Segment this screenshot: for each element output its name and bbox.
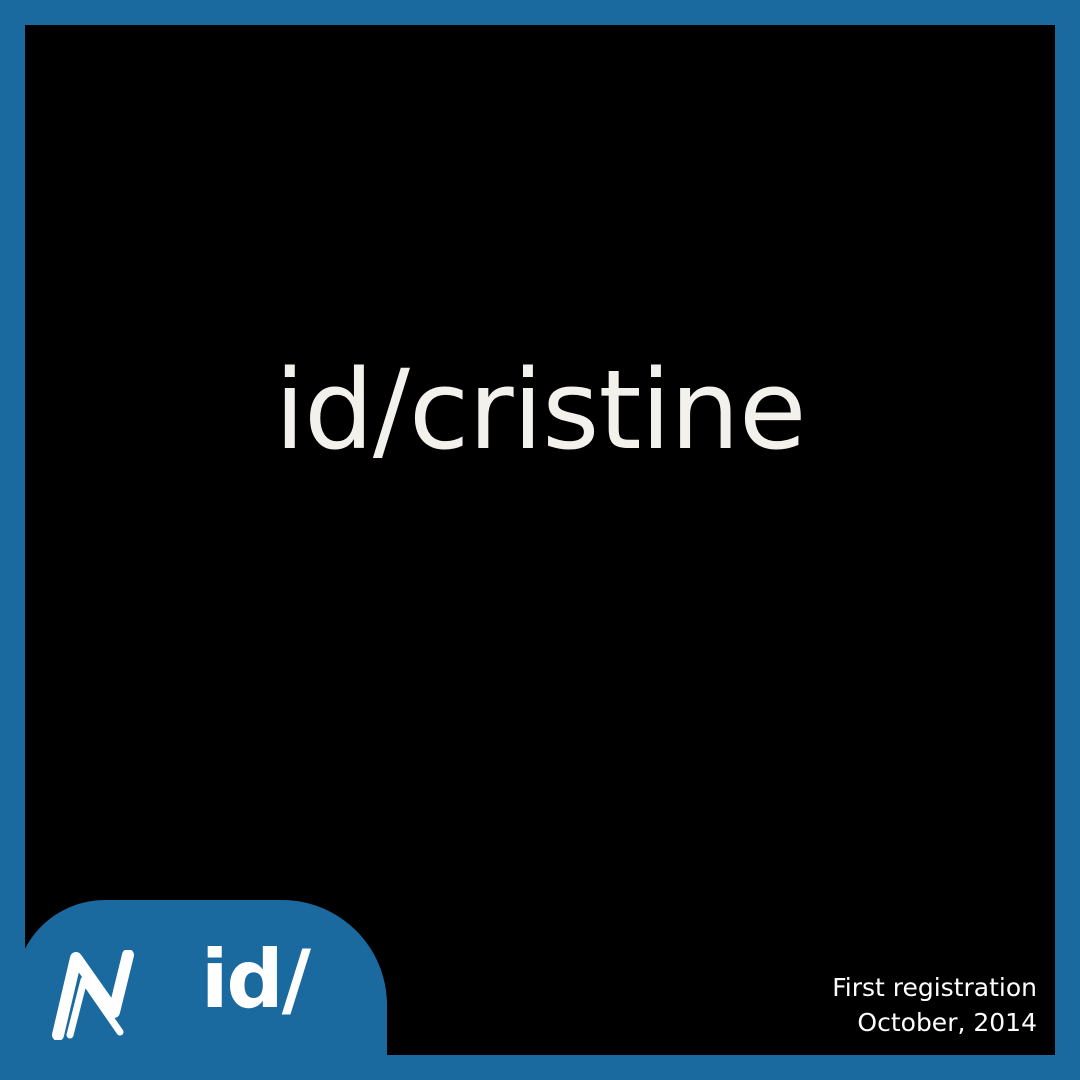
registration-label: First registration (832, 973, 1037, 1002)
card-panel: id/cristine id/ First registration Octob… (25, 25, 1055, 1055)
badge-label: id/ (201, 933, 311, 1026)
namecoin-n-logo-icon (52, 950, 134, 1040)
identity-name: id/cristine (274, 346, 806, 474)
registration-date: October, 2014 (857, 1008, 1037, 1037)
registration-info: First registration October, 2014 (832, 970, 1037, 1040)
